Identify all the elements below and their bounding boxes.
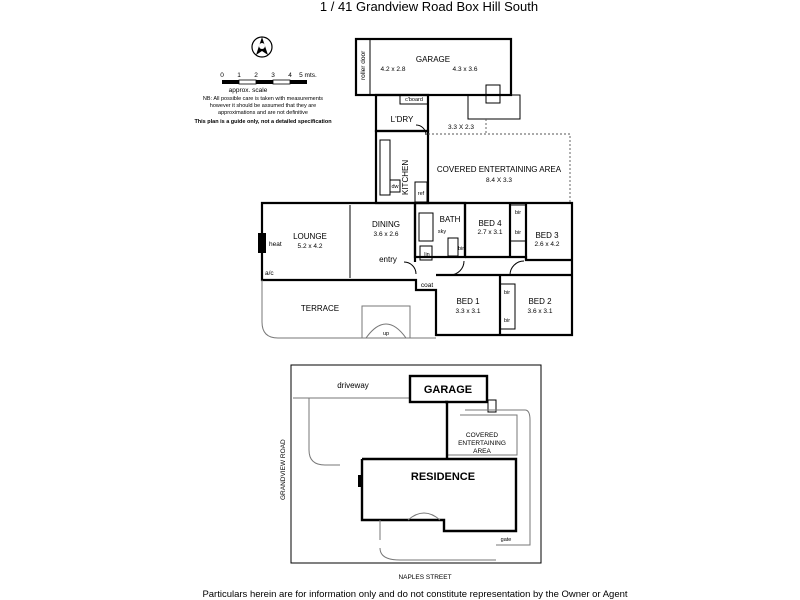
laundry-label: L'DRY bbox=[391, 115, 414, 124]
deck-dim: 3.3 X 2.3 bbox=[448, 124, 474, 131]
fireplace bbox=[258, 233, 266, 253]
bed2-label: BED 2 bbox=[528, 297, 552, 306]
house-outer-walls bbox=[260, 201, 574, 337]
heat-label: heat bbox=[269, 241, 282, 248]
site-garage bbox=[408, 374, 489, 404]
plan-title: 1 / 41 Grandview Road Box Hill South bbox=[320, 0, 538, 14]
covered-area-outline bbox=[428, 133, 571, 203]
scale-tick: 2 bbox=[254, 72, 258, 79]
bed4-dim: 2.7 x 3.1 bbox=[478, 229, 503, 236]
naples-street-label: NAPLES STREET bbox=[398, 574, 451, 581]
bir-label: bir bbox=[515, 210, 521, 216]
bed1-dim: 3.3 x 3.1 bbox=[456, 308, 481, 315]
site-covered-label: AREA bbox=[473, 448, 491, 455]
roller-door-label: roller door bbox=[360, 50, 367, 80]
garage-walls bbox=[354, 37, 513, 97]
garage-dim-1: 4.2 x 2.8 bbox=[381, 66, 406, 73]
deck-outline bbox=[467, 94, 521, 120]
bir-label: bir bbox=[515, 230, 521, 236]
bed3-dim: 2.6 x 4.2 bbox=[535, 241, 560, 248]
bir-label: bir bbox=[504, 318, 510, 324]
site-covered-label: COVERED bbox=[466, 432, 498, 439]
up-label: up bbox=[383, 331, 389, 337]
covered-area-dim: 8.4 X 3.3 bbox=[486, 177, 512, 184]
bed4-label: BED 4 bbox=[478, 219, 502, 228]
residence-label: RESIDENCE bbox=[411, 471, 475, 483]
scale-note-line: however it should be assumed that they a… bbox=[210, 103, 316, 109]
lin-label: lin bbox=[424, 252, 430, 258]
scale-tick: 1 bbox=[237, 72, 241, 79]
bed2-dim: 3.6 x 3.1 bbox=[528, 308, 553, 315]
bath-label: BATH bbox=[440, 215, 461, 224]
gate-label: gate bbox=[501, 537, 512, 543]
lounge-label: LOUNGE bbox=[293, 232, 327, 241]
site-boundary bbox=[290, 364, 542, 564]
bed3-label: BED 3 bbox=[535, 231, 559, 240]
guide-note: This plan is a guide only, not a detaile… bbox=[194, 119, 332, 125]
dining-label: DINING bbox=[372, 220, 400, 229]
sky-label: sky bbox=[438, 229, 447, 235]
scale-tick: 0 bbox=[220, 72, 224, 79]
lounge-dim: 5.2 x 4.2 bbox=[298, 243, 323, 250]
terrace-outline bbox=[261, 280, 436, 339]
scale-bar bbox=[222, 79, 307, 85]
dining-dim: 3.6 x 2.6 bbox=[374, 231, 399, 238]
scale-caption: approx. scale bbox=[229, 87, 268, 94]
dw-label: dw bbox=[391, 184, 398, 190]
footer-disclaimer: Particulars herein are for information o… bbox=[202, 589, 627, 600]
scale-note-line: approximations and are not definitive bbox=[218, 110, 308, 116]
bir-label: bir bbox=[458, 246, 464, 252]
ref-label: ref bbox=[418, 191, 425, 197]
ac-label: a/c bbox=[265, 270, 274, 277]
bed1-label: BED 1 bbox=[456, 297, 480, 306]
cboard-label: c'board bbox=[405, 97, 423, 103]
scale-tick: 5 mts. bbox=[299, 72, 317, 79]
scale-note-line: NB: All possible care is taken with meas… bbox=[203, 96, 323, 102]
site-residence bbox=[360, 400, 518, 533]
kitchen-label: KITCHEN bbox=[401, 160, 410, 195]
covered-area-label: COVERED ENTERTAINING AREA bbox=[437, 165, 562, 174]
bir-label: bir bbox=[504, 290, 510, 296]
scale-tick: 3 bbox=[271, 72, 275, 79]
driveway-label: driveway bbox=[337, 381, 369, 390]
grandview-road-label: GRANDVIEW ROAD bbox=[280, 439, 287, 500]
site-garage-label: GARAGE bbox=[424, 384, 472, 396]
terrace-label: TERRACE bbox=[301, 304, 339, 313]
scale-tick: 4 bbox=[288, 72, 292, 79]
entry-label: entry bbox=[379, 255, 397, 264]
coat-label: coat bbox=[421, 282, 433, 289]
garage-dim-2: 4.3 x 3.6 bbox=[453, 66, 478, 73]
site-covered-label: ENTERTAINING bbox=[458, 440, 506, 447]
north-arrow-icon bbox=[251, 36, 273, 58]
garage-label: GARAGE bbox=[416, 55, 450, 64]
